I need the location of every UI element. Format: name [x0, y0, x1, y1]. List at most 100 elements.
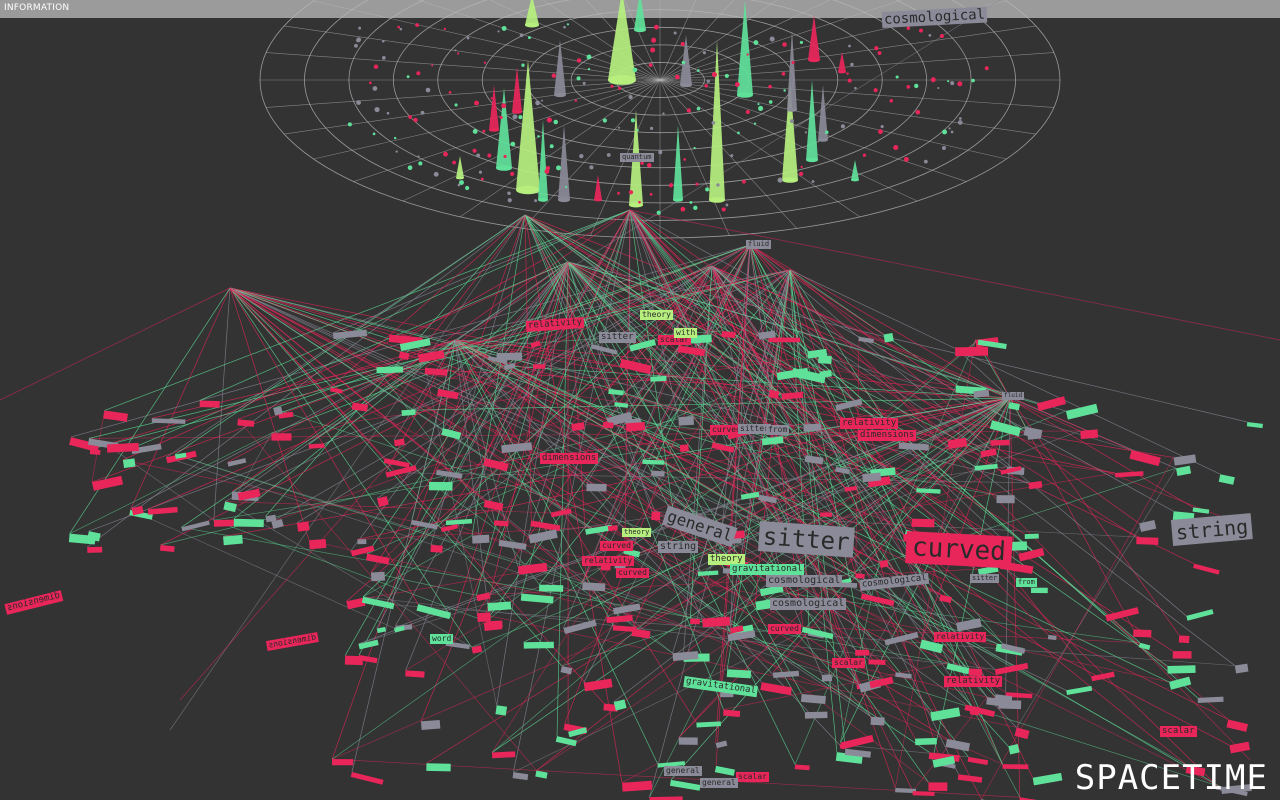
spike: [489, 85, 499, 130]
node-box: [1133, 629, 1152, 638]
word-tag[interactable]: cosmological: [770, 598, 847, 610]
word-tag[interactable]: from: [1016, 578, 1037, 587]
node-box: [720, 692, 734, 698]
disc-dot: [873, 88, 878, 93]
word-tag[interactable]: sitter: [599, 332, 636, 343]
word-tag[interactable]: with: [674, 328, 698, 338]
disc-dot: [847, 78, 852, 83]
disc-dot: [683, 158, 686, 161]
node-box: [296, 521, 310, 532]
node-box: [495, 705, 508, 716]
word-tag[interactable]: theory: [622, 528, 652, 537]
word-tag[interactable]: sitter: [738, 424, 771, 434]
node-box: [1014, 727, 1030, 740]
node-box: [678, 737, 698, 745]
disc-dot: [521, 63, 525, 67]
node-box: [428, 481, 453, 491]
node-box: [1091, 671, 1115, 682]
word-tag[interactable]: cosmological: [766, 575, 843, 587]
word-tag[interactable]: theory: [640, 310, 673, 320]
network-edge: [563, 265, 713, 629]
node-box: [1000, 465, 1022, 475]
spike: [818, 85, 828, 140]
word-tag[interactable]: fluid: [746, 240, 772, 249]
disc-dot: [695, 182, 699, 186]
node-box: [804, 711, 828, 719]
network-edge: [561, 467, 1177, 667]
word-tag[interactable]: general: [664, 766, 702, 776]
word-tag[interactable]: from: [766, 425, 790, 435]
word-tag[interactable]: relativity: [582, 556, 635, 566]
word-tag[interactable]: string: [658, 541, 699, 553]
node-box: [883, 332, 894, 343]
word-tag[interactable]: curved: [600, 541, 633, 551]
node-box: [1218, 474, 1235, 485]
word-tag[interactable]: scalar: [658, 335, 691, 345]
word-tag-large[interactable]: curved: [905, 531, 1013, 569]
network-edge: [749, 244, 884, 335]
disc-dot: [465, 185, 470, 191]
node-box: [772, 670, 800, 679]
network-edge: [376, 366, 929, 783]
node-box: [844, 748, 872, 758]
node-box: [1229, 741, 1251, 754]
disc-dot: [893, 145, 899, 151]
node-box: [1008, 402, 1020, 411]
word-tag[interactable]: dimensions: [858, 430, 917, 441]
node-box: [994, 694, 1013, 706]
node-box: [651, 470, 665, 477]
word-tag[interactable]: scalar: [1160, 726, 1197, 737]
node-box: [273, 406, 283, 416]
network-edge: [794, 339, 976, 765]
word-tag[interactable]: relativity: [944, 676, 1003, 687]
word-tag[interactable]: fluid: [1002, 392, 1025, 400]
network-edge: [712, 442, 997, 496]
word-tag[interactable]: curved: [710, 425, 743, 435]
word-tag[interactable]: scalar: [736, 772, 769, 782]
network-edge: [229, 287, 401, 352]
word-tag[interactable]: sitter: [970, 574, 1000, 583]
word-tag[interactable]: curved: [616, 568, 649, 578]
word-tag[interactable]: gravitational: [730, 564, 805, 575]
word-tag[interactable]: scalar: [832, 658, 865, 668]
word-tag[interactable]: general: [700, 778, 738, 788]
spike: [838, 52, 846, 72]
disc-dot: [406, 75, 410, 79]
word-tag[interactable]: dimensions: [540, 453, 599, 464]
node-box: [586, 483, 607, 492]
network-edge: [528, 209, 631, 536]
network-edge: [711, 265, 1019, 555]
node-box: [858, 336, 874, 344]
word-tag[interactable]: word: [430, 634, 454, 644]
disc-dot: [582, 81, 586, 85]
network-edge: [821, 674, 872, 718]
disc-dot: [640, 161, 644, 165]
disc-dot: [416, 71, 421, 76]
word-tag[interactable]: theory: [708, 554, 745, 565]
node-box: [818, 355, 832, 364]
hub-tag[interactable]: quantum: [620, 153, 654, 162]
disc-dot: [937, 86, 940, 90]
node-box: [585, 524, 613, 535]
network-edge: [789, 269, 870, 682]
word-tag[interactable]: relativity: [840, 418, 899, 429]
disc-dot: [386, 111, 390, 115]
node-box: [820, 512, 832, 517]
network-edge: [868, 401, 1010, 660]
network-edge: [524, 214, 1168, 667]
window-title: INFORMATION: [4, 3, 70, 13]
word-tag[interactable]: relativity: [934, 632, 987, 642]
network-edge: [524, 214, 965, 546]
node-box: [870, 716, 885, 726]
disc-dot: [743, 93, 747, 97]
disc-dot: [950, 81, 955, 86]
disc-dot: [811, 180, 815, 183]
node-box: [122, 458, 136, 469]
disc-dot: [783, 89, 786, 92]
node-box: [532, 364, 546, 369]
word-tag[interactable]: curved: [768, 624, 801, 634]
node-box: [330, 387, 343, 394]
node-box: [1173, 454, 1197, 466]
node-box: [1178, 635, 1190, 644]
